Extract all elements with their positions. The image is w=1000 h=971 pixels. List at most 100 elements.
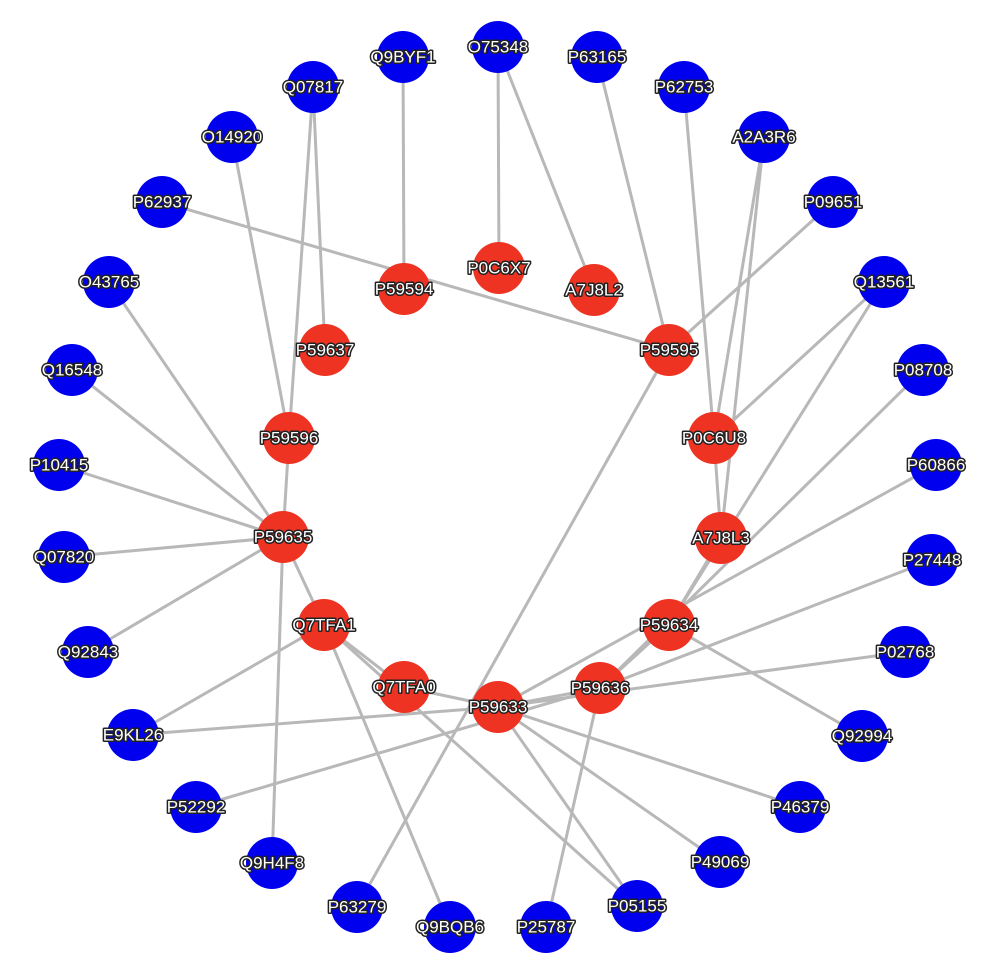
node-circle[interactable] [807,176,859,228]
outer-node-p52292[interactable]: P52292 [165,781,227,833]
inner-node-p59634[interactable]: P59634 [638,599,700,651]
outer-node-q9h4f8[interactable]: Q9H4F8 [238,837,306,889]
outer-node-e9kl26[interactable]: E9KL26 [101,709,165,761]
outer-node-o43765[interactable]: O43765 [77,256,141,308]
node-circle[interactable] [38,531,90,583]
node-circle[interactable] [136,176,188,228]
node-label: Q9BQB6 [416,918,484,937]
node-circle[interactable] [378,263,430,315]
node-circle[interactable] [611,880,663,932]
outer-node-p09651[interactable]: P09651 [802,176,864,228]
outer-node-p08708[interactable]: P08708 [892,344,954,396]
outer-node-p62753[interactable]: P62753 [653,61,715,113]
outer-node-p10415[interactable]: P10415 [28,439,90,491]
node-circle[interactable] [33,439,85,491]
inner-node-q7tfa0[interactable]: Q7TFA0 [371,661,437,713]
inner-node-p0c6x7[interactable]: P0C6X7 [466,242,532,294]
outer-node-p46379[interactable]: P46379 [769,781,831,833]
node-label: Q07817 [283,78,344,97]
node-circle[interactable] [377,31,429,83]
outer-node-q13561[interactable]: Q13561 [852,256,916,308]
outer-node-q92843[interactable]: Q92843 [56,626,120,678]
node-circle[interactable] [897,344,949,396]
node-circle[interactable] [257,511,309,563]
node-circle[interactable] [287,61,339,113]
node-circle[interactable] [424,901,476,953]
node-circle[interactable] [520,901,572,953]
outer-node-p49069[interactable]: P49069 [689,836,751,888]
node-circle[interactable] [246,837,298,889]
inner-node-q7tfa1[interactable]: Q7TFA1 [291,599,357,651]
inner-node-p59633[interactable]: P59633 [467,681,529,733]
outer-node-p62937[interactable]: P62937 [131,176,193,228]
inner-node-p59637[interactable]: P59637 [294,324,356,376]
outer-node-p63279[interactable]: P63279 [326,881,388,933]
node-label: P59633 [469,698,528,717]
node-circle[interactable] [298,599,350,651]
outer-node-o75348[interactable]: O75348 [466,21,530,73]
node-circle[interactable] [331,881,383,933]
node-circle[interactable] [643,324,695,376]
edge-e9kl26-p59633 [132,705,499,737]
node-circle[interactable] [568,264,620,316]
node-label: Q92994 [832,727,893,746]
node-circle[interactable] [571,31,623,83]
node-circle[interactable] [658,61,710,113]
inner-node-p59636[interactable]: P59636 [569,662,631,714]
outer-node-p60866[interactable]: P60866 [905,439,967,491]
inner-node-p59594[interactable]: P59594 [373,263,435,315]
outer-node-q9byf1[interactable]: Q9BYF1 [369,31,437,83]
inner-node-p59596[interactable]: P59596 [258,412,320,464]
outer-node-q07820[interactable]: Q07820 [32,531,96,583]
outer-node-q07817[interactable]: Q07817 [281,61,345,113]
node-label: P0C6U8 [682,429,746,448]
node-circle[interactable] [910,439,962,491]
inner-node-p59635[interactable]: P59635 [252,511,314,563]
node-label: P49069 [691,853,750,872]
node-circle[interactable] [774,781,826,833]
node-label: P59634 [640,616,699,635]
inner-node-p0c6u8[interactable]: P0C6U8 [680,412,748,464]
node-circle[interactable] [836,710,888,762]
node-circle[interactable] [378,661,430,713]
node-circle[interactable] [643,599,695,651]
outer-node-q16548[interactable]: Q16548 [40,344,104,396]
inner-node-p59595[interactable]: P59595 [638,324,700,376]
outer-node-p27448[interactable]: P27448 [901,534,963,586]
outer-node-q92994[interactable]: Q92994 [830,710,894,762]
node-label: P10415 [30,456,89,475]
node-circle[interactable] [695,512,747,564]
node-circle[interactable] [170,781,222,833]
edge-p05155-q7tfa1 [322,623,639,908]
inner-node-a7j8l3[interactable]: A7J8L3 [691,512,751,564]
node-circle[interactable] [574,662,626,714]
node-circle[interactable] [906,534,958,586]
inner-node-a7j8l2[interactable]: A7J8L2 [564,264,624,316]
node-label: P0C6X7 [467,259,530,278]
outer-node-a2a3r6[interactable]: A2A3R6 [731,111,797,163]
node-circle[interactable] [473,242,525,294]
node-circle[interactable] [206,111,258,163]
node-circle[interactable] [263,412,315,464]
node-circle[interactable] [62,626,114,678]
outer-node-p05155[interactable]: P05155 [606,880,668,932]
node-label: Q13561 [854,273,915,292]
node-circle[interactable] [472,681,524,733]
node-circle[interactable] [688,412,740,464]
node-label: O75348 [468,38,529,57]
node-circle[interactable] [858,256,910,308]
node-label: P25787 [517,918,576,937]
outer-node-p63165[interactable]: P63165 [566,31,628,83]
node-circle[interactable] [46,344,98,396]
outer-node-q9bqb6[interactable]: Q9BQB6 [414,901,486,953]
node-circle[interactable] [107,709,159,761]
node-circle[interactable] [694,836,746,888]
node-circle[interactable] [299,324,351,376]
outer-node-p02768[interactable]: P02768 [874,626,936,678]
node-circle[interactable] [879,626,931,678]
node-circle[interactable] [472,21,524,73]
node-circle[interactable] [738,111,790,163]
outer-node-o14920[interactable]: O14920 [200,111,264,163]
node-circle[interactable] [83,256,135,308]
outer-node-p25787[interactable]: P25787 [515,901,577,953]
